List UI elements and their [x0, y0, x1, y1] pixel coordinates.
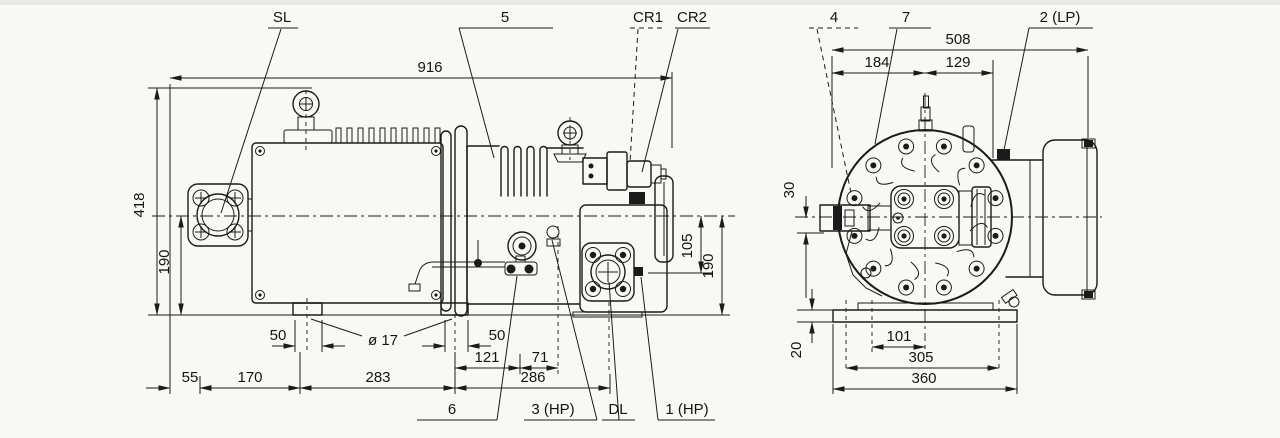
lp-connection-fitting	[997, 149, 1010, 160]
side-stem	[962, 125, 975, 153]
capacity-control-valves	[582, 151, 667, 204]
end-callouts: 4 7 2 (LP)	[809, 9, 1093, 194]
callout-sl: SL	[273, 9, 291, 26]
flange-discs	[440, 125, 468, 317]
end-view	[795, 93, 1102, 372]
oil-fittings	[504, 225, 561, 276]
solenoid-coil	[626, 160, 652, 188]
center-valve-block	[867, 185, 992, 249]
hp-port	[546, 225, 560, 239]
callout-5: 5	[501, 9, 509, 26]
housing-fins	[335, 127, 441, 143]
motor-housing-end	[991, 138, 1098, 300]
oil-connection	[819, 204, 883, 297]
dim-71-label: 71	[532, 349, 549, 366]
dim-20-label: 20	[788, 342, 805, 359]
dim-286-label: 286	[520, 369, 545, 386]
compressor-cylinder	[466, 145, 584, 305]
callout-cr2: CR2	[677, 9, 707, 26]
callout-7: 7	[902, 9, 910, 26]
discharge-flange	[581, 242, 643, 302]
dim-hole-dia-label: ø 17	[368, 332, 398, 349]
dim-360-label: 360	[911, 370, 936, 387]
dim-916-label: 916	[417, 59, 442, 76]
dim-129-label: 129	[945, 54, 970, 71]
mounting-feet	[148, 302, 730, 316]
side-dimensions: 916 418 190 105 190 50 50	[131, 59, 725, 394]
dim-418-label: 418	[131, 192, 148, 217]
callout-1hp: 1 (HP)	[665, 401, 708, 418]
top-valve-stem	[918, 95, 933, 132]
end-dimensions: 508 184 129 30 20 101 305	[781, 31, 1089, 394]
callout-3hp: 3 (HP)	[531, 401, 574, 418]
callout-cr1: CR1	[633, 9, 663, 26]
dim-190-right-label: 190	[700, 253, 717, 278]
dim-508-label: 508	[945, 31, 970, 48]
dim-50-left-label: 50	[270, 327, 287, 344]
oil-piping	[408, 240, 505, 292]
hp-shutoff-stub	[634, 267, 643, 276]
suction-flange	[187, 183, 253, 247]
oil-separator	[572, 175, 674, 318]
dim-283-label: 283	[365, 369, 390, 386]
dim-50-right-label: 50	[489, 327, 506, 344]
page-top-band	[0, 0, 1280, 5]
oil-drain-valve	[1000, 288, 1020, 308]
cylinder-fins	[500, 145, 548, 197]
callout-6: 6	[448, 401, 456, 418]
lifting-eye-rear	[553, 120, 587, 163]
dim-30-label: 30	[781, 182, 798, 199]
dim-105-label: 105	[679, 233, 696, 258]
dim-170-label: 170	[237, 369, 262, 386]
side-callouts: SL 5 CR1 CR2 6 3 (HP) DL 1 (HP)	[220, 9, 715, 421]
dim-184-label: 184	[864, 54, 889, 71]
side-view	[148, 90, 735, 374]
dim-101-label: 101	[886, 328, 911, 345]
dim-305-label: 305	[908, 349, 933, 366]
motor-housing	[251, 127, 444, 304]
lifting-eye-front	[283, 90, 333, 144]
oil-sight-glass	[507, 231, 537, 261]
dim-190-left-label: 190	[156, 249, 173, 274]
callout-2lp: 2 (LP)	[1040, 9, 1081, 26]
dim-121-label: 121	[474, 349, 499, 366]
dim-55-label: 55	[182, 369, 199, 386]
callout-4: 4	[830, 9, 838, 26]
